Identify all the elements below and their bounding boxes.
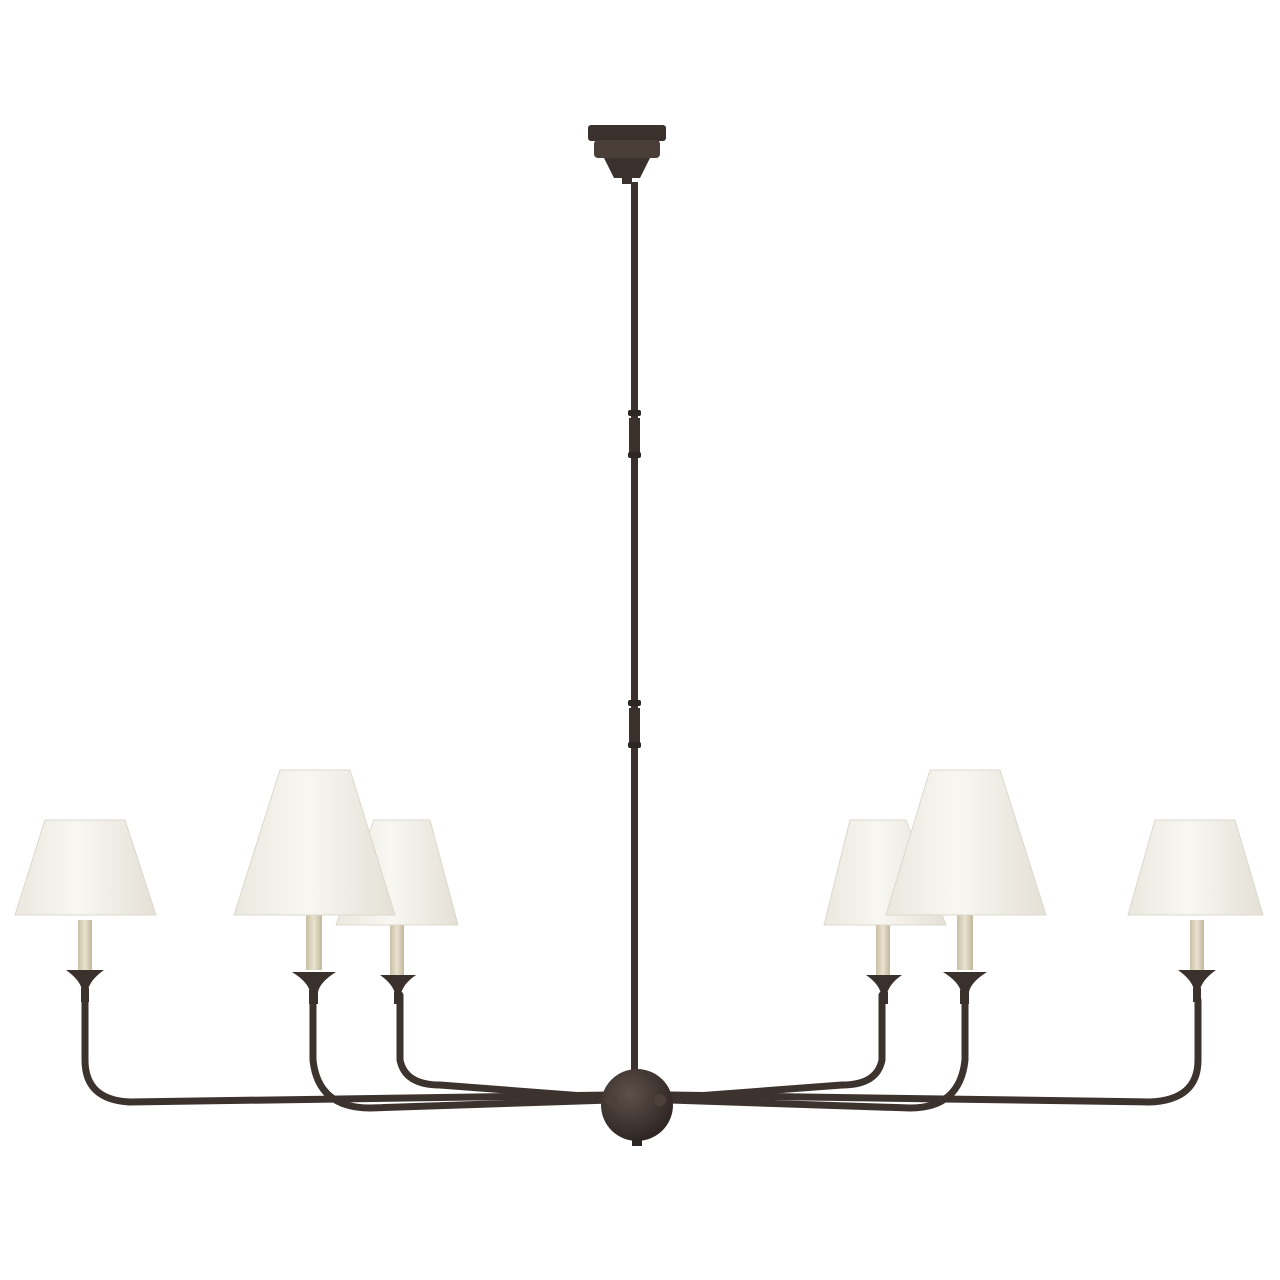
center-hub	[601, 1069, 673, 1146]
shade-1	[14, 819, 157, 916]
lamp-shades	[14, 769, 1264, 926]
downrod	[628, 182, 641, 1072]
shade-6	[1127, 819, 1264, 916]
candle-5	[943, 915, 987, 1004]
candle-cups	[66, 915, 1216, 1004]
ceiling-canopy	[588, 125, 666, 184]
candle-6	[1178, 920, 1216, 1002]
candle-4	[866, 925, 902, 1004]
candle-1	[66, 920, 104, 1002]
candle-3	[380, 925, 416, 1004]
candle-2	[292, 915, 336, 1004]
shade-5	[885, 769, 1047, 916]
shade-2	[233, 769, 396, 916]
chandelier-arms	[81, 986, 1202, 1112]
